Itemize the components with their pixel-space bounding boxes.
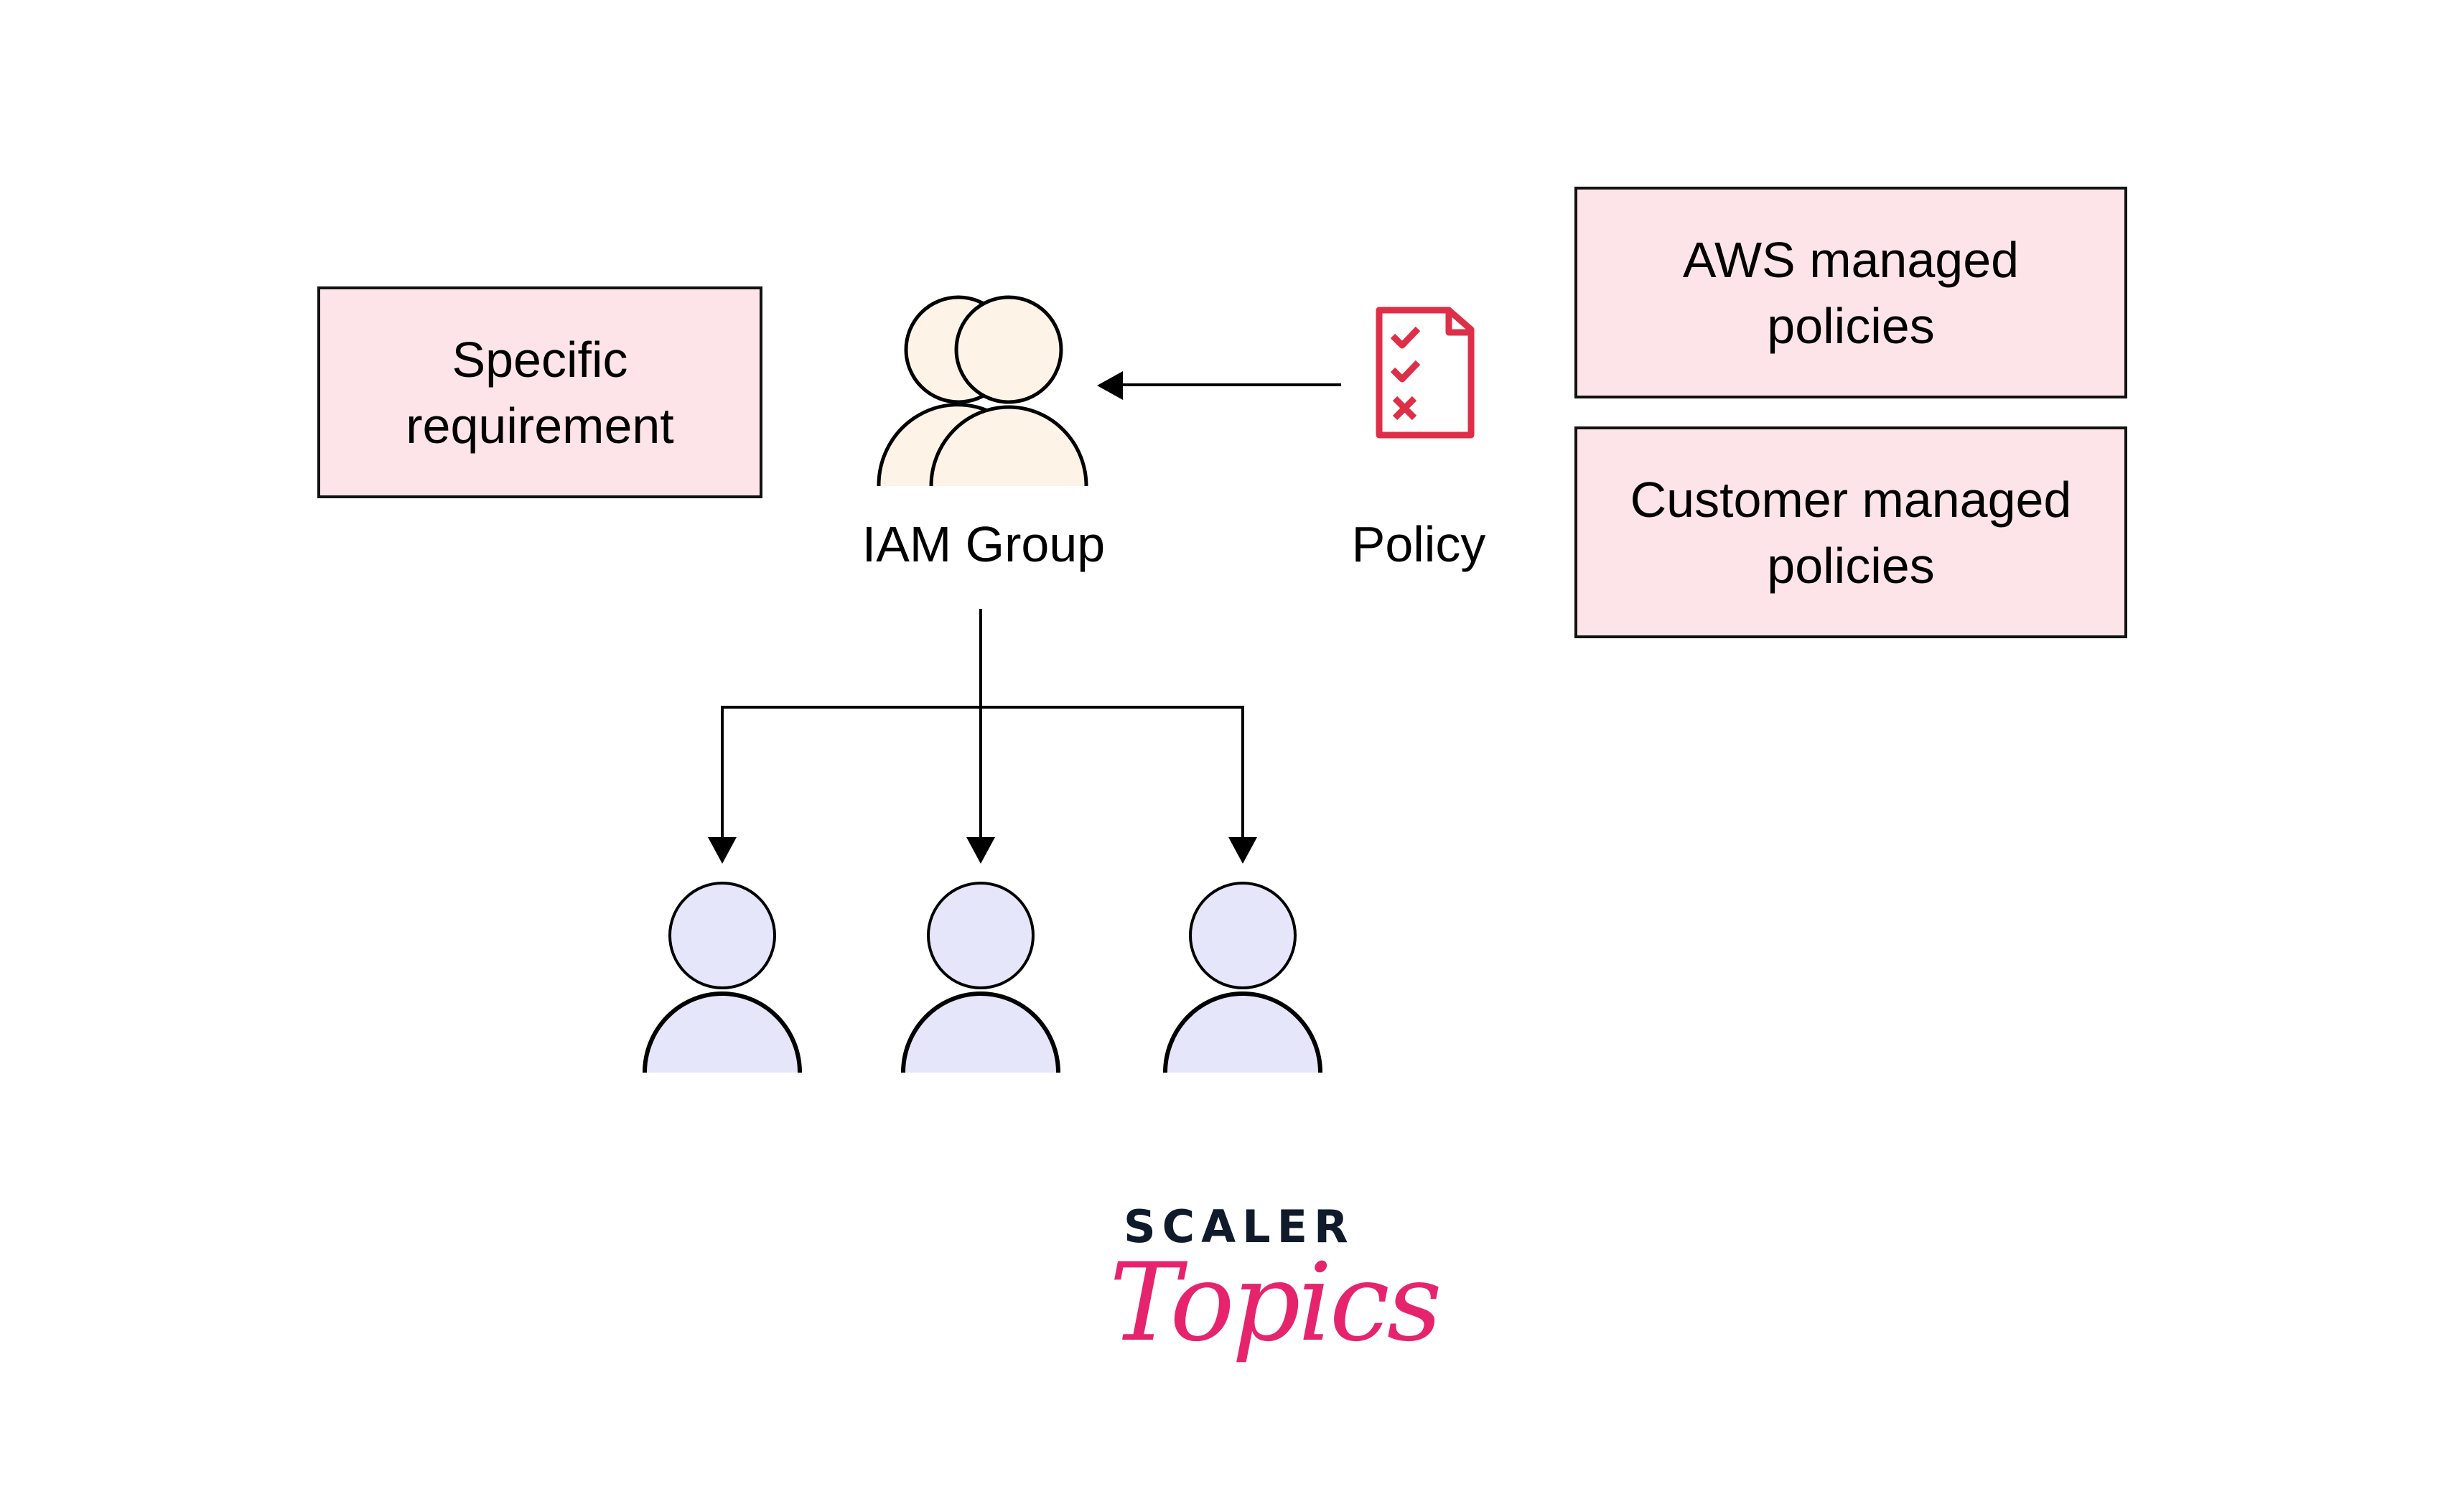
logo-topics-text: Topics [1109,1241,1442,1366]
check-icon [1390,360,1421,383]
arrowhead-user-2 [966,837,995,864]
policy-label: Policy [1351,516,1486,572]
logo-scaler-text: SCALER [1124,1200,1355,1253]
customer-managed-line1: Customer managed [1630,471,2072,528]
customer-managed-policies-box: Customer managed policies [1574,426,2127,638]
user-icon [643,882,802,1073]
check-icon [1390,326,1421,349]
iam-group-icon [877,295,1088,487]
aws-managed-line2: policies [1767,297,1935,354]
policy-document-icon [1376,307,1475,439]
arrowhead-user-1 [708,837,737,864]
aws-managed-line1: AWS managed [1682,231,2020,288]
group-to-users-connector [721,609,1244,844]
user-icon [1163,882,1322,1073]
specific-requirement-line2: requirement [406,397,674,454]
specific-requirement-line1: Specific [452,331,628,388]
cross-icon [1392,396,1417,421]
user-icon [901,882,1060,1073]
aws-managed-policies-box: AWS managed policies [1574,187,2127,398]
policy-to-group-arrow [1097,371,1341,400]
group-front-body [929,405,1088,487]
customer-managed-line2: policies [1767,537,1935,594]
group-front-head [954,295,1063,404]
iam-group-label: IAM Group [862,516,1106,572]
specific-requirement-box: Specific requirement [317,286,762,498]
arrowhead-user-3 [1228,837,1257,864]
